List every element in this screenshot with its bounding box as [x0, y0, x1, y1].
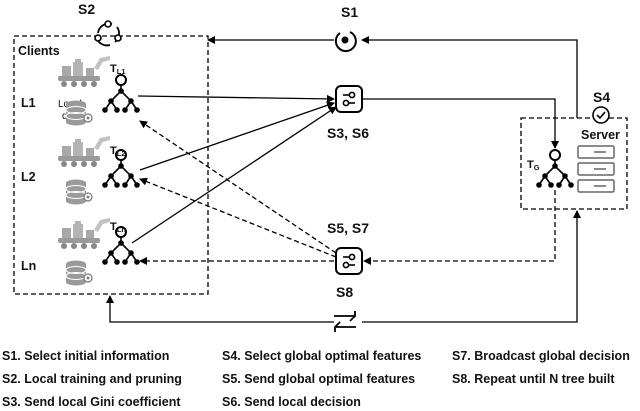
tree-icon-l1 — [101, 74, 141, 114]
server-icon — [577, 145, 615, 193]
legend-item: S3. Send local Gini coefficient — [2, 395, 181, 409]
step-label-s1: S1 — [341, 4, 358, 20]
database-icon — [65, 178, 93, 206]
factory-icon — [58, 218, 110, 249]
client-label-l2: L2 — [21, 170, 36, 184]
tree-icon-global — [535, 149, 575, 189]
factory-icon — [58, 136, 110, 167]
legend-item: S7. Broadcast global decision — [452, 349, 630, 363]
step-label-s3-s6: S3, S6 — [327, 125, 369, 141]
step-label-s5-s7: S5, S7 — [327, 220, 369, 236]
repeat-icon — [334, 311, 356, 332]
client-label-ln: Ln — [21, 259, 36, 273]
legend-item: S1. Select initial information — [2, 349, 170, 363]
step-label-s4: S4 — [593, 89, 610, 105]
step-label-s2: S2 — [78, 1, 95, 17]
tree-label-l2: TL2 — [110, 145, 126, 158]
legend-item: S4. Select global optimal features — [222, 349, 422, 363]
clients-title: Clients — [18, 44, 60, 58]
tree-label-ln: TLn — [110, 221, 126, 234]
settings-icon — [335, 247, 363, 275]
server-box — [520, 117, 628, 210]
flow-arrows — [106, 36, 581, 323]
factory-icon — [58, 56, 110, 87]
dashed-flow-arrows — [139, 120, 556, 265]
step-label-s8: S8 — [336, 284, 353, 300]
database-icon — [65, 99, 93, 127]
server-title: Server — [581, 128, 620, 142]
check-circle-icon — [592, 106, 610, 124]
clients-box — [13, 35, 209, 295]
legend-item: S8. Repeat until N tree built — [452, 372, 615, 386]
legend-item: S6. Send local decision — [222, 395, 361, 409]
legend-item: S2. Local training and pruning — [2, 372, 182, 386]
tree-label-l1: TL1 — [110, 63, 126, 76]
cycle-icon — [94, 20, 122, 47]
client-label-l1: L1 — [21, 96, 36, 110]
target-icon — [334, 31, 357, 53]
tree-label-global: TG — [527, 159, 540, 172]
settings-icon — [335, 85, 363, 113]
database-icon — [65, 259, 93, 287]
legend-item: S5. Send global optimal features — [222, 372, 416, 386]
